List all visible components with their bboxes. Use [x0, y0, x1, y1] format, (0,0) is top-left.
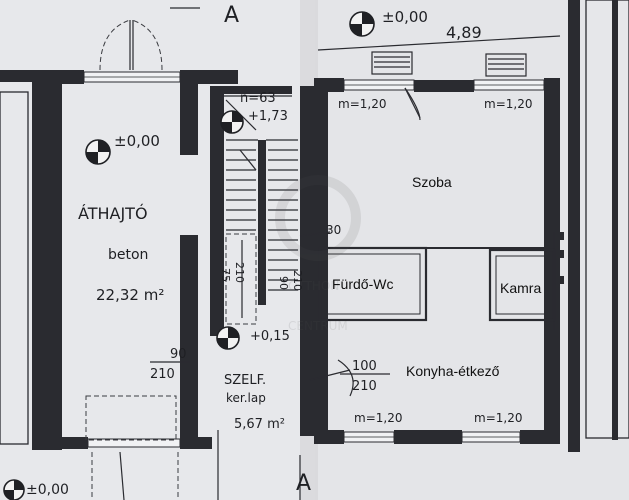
stair-n: n=63 [240, 91, 276, 106]
stair-dim-c: 90 [277, 276, 290, 290]
windows [83, 71, 545, 448]
door-kitchen-w: 100 [352, 359, 377, 374]
window-label-3: m=1,20 [354, 411, 402, 425]
stair-dim-d: 210 [291, 270, 304, 291]
staircase [222, 95, 298, 325]
room-athajto-material: beton [108, 247, 148, 263]
ker-lap: ker.lap [226, 391, 266, 405]
walls [0, 0, 629, 452]
stair-level: +1,73 [248, 109, 288, 124]
door-kitchen-h: 210 [352, 379, 377, 394]
room-kamra: Kamra [500, 280, 541, 296]
landing-area: 5,67 m² [234, 417, 285, 432]
svg-text:CENTRUM: CENTRUM [288, 319, 348, 333]
top-details [99, 7, 561, 121]
room-szoba: Szoba [412, 174, 452, 190]
szelf: SZELF. [224, 373, 266, 388]
door-left-w: 90 [170, 347, 187, 362]
watermark-logo: OTTHON CENTRUM [275, 175, 361, 333]
level-top: ±0,00 [382, 8, 428, 26]
room-labels: Szoba Fürdő-Wc Kamra Konyha-étkező ÁTHAJ… [78, 174, 541, 379]
section-mark-top: A [224, 3, 239, 28]
partitions [299, 231, 564, 397]
landing-level: +0,15 [250, 329, 290, 344]
room-konyha-etkezo: Konyha-étkező [406, 363, 500, 379]
athajto-lower-details [85, 395, 301, 500]
room-athajto-area: 22,32 m² [96, 286, 164, 304]
door-left-h: 210 [150, 367, 175, 382]
level-left: ±0,00 [114, 132, 160, 150]
level-markers [3, 11, 375, 500]
window-label-4: m=1,20 [474, 411, 522, 425]
dim-30: 30 [326, 223, 341, 237]
stair-dim-a: 75 [219, 268, 232, 282]
svg-text:OTTHON: OTTHON [288, 279, 339, 293]
annotations: ±0,00 4,89 A A ±0,00 ±0,00 n=63 +1,73 75… [26, 3, 532, 498]
room-athajto: ÁTHAJTÓ [78, 204, 148, 223]
window-label-2: m=1,20 [484, 97, 532, 111]
dim-top: 4,89 [446, 23, 482, 42]
level-bottom-left: ±0,00 [26, 482, 69, 498]
room-furdo-wc: Fürdő-Wc [332, 276, 393, 292]
section-mark-bottom: A [296, 471, 311, 496]
stair-dim-b: 210 [233, 262, 246, 283]
window-label-1: m=1,20 [338, 97, 386, 111]
